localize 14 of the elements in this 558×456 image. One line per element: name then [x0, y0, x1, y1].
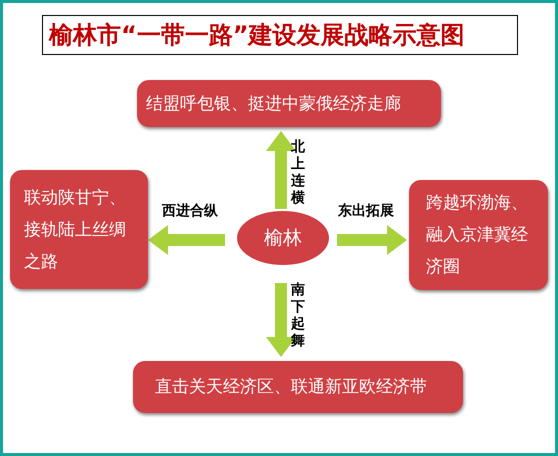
goal-box: 结盟呼包银、挺进中蒙俄经济走廊 — [137, 80, 441, 127]
edge-label: 西进合纵 — [162, 203, 218, 219]
edge-label: 北上连横 — [291, 139, 306, 207]
block-arrow — [337, 225, 407, 255]
goal-box: 联动陕甘宁、接轨陆上丝绸之路 — [10, 170, 148, 289]
edge-label: 东出拓展 — [338, 203, 394, 219]
city-ellipse: 榆林 — [237, 211, 329, 265]
goal-box: 直击关天经济区、联通新亚欧经济带 — [133, 361, 463, 413]
block-arrow — [266, 131, 296, 209]
block-arrow — [148, 225, 225, 255]
title-banner: 榆林市“一带一路”建设发展战略示意图 — [42, 15, 518, 55]
edge-label: 南下起舞 — [291, 282, 306, 350]
block-arrow — [266, 283, 296, 357]
goal-box: 跨越环渤海、融入京津冀经济圈 — [409, 180, 548, 290]
